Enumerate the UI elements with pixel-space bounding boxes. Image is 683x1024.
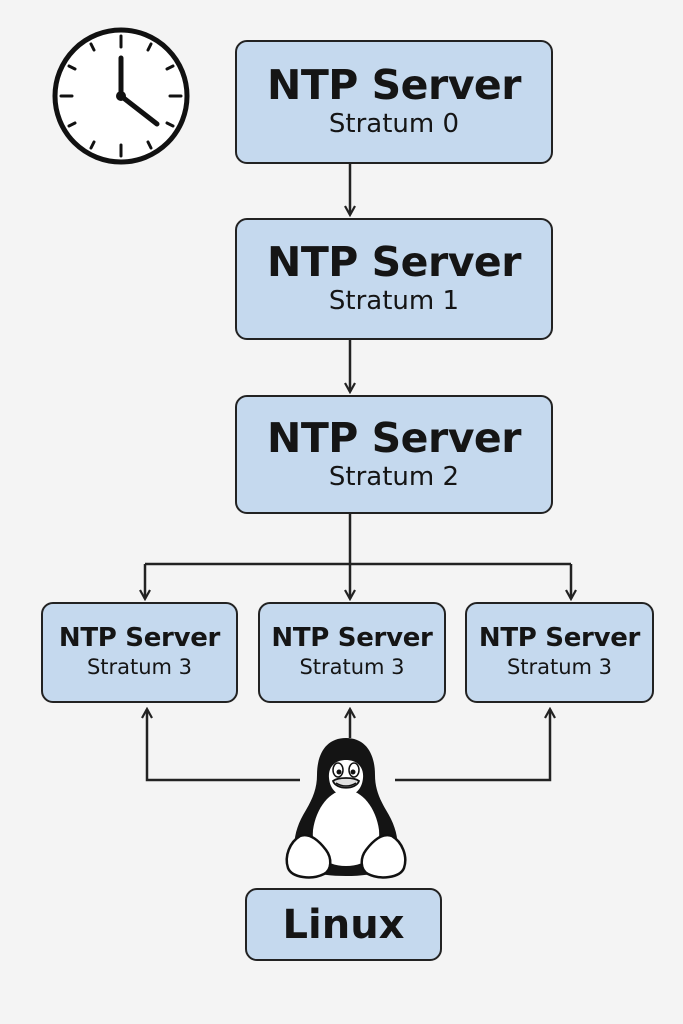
arrow-linux-to-s3a [147, 709, 300, 782]
ntp-server-stratum-0: NTP Server Stratum 0 [235, 40, 553, 164]
ntp-server-stratum-3-right: NTP Server Stratum 3 [465, 602, 654, 703]
server-stratum: Stratum 3 [299, 655, 405, 680]
ntp-server-stratum-1: NTP Server Stratum 1 [235, 218, 553, 340]
server-stratum: Stratum 1 [328, 286, 460, 317]
server-stratum: Stratum 3 [506, 655, 613, 680]
server-title: NTP Server [58, 623, 221, 654]
server-title: NTP Server [478, 623, 641, 654]
ntp-server-stratum-3-middle: NTP Server Stratum 3 [258, 602, 446, 703]
server-stratum: Stratum 2 [328, 461, 460, 492]
server-title: NTP Server [267, 61, 521, 110]
linux-label: Linux [282, 901, 405, 948]
arrow-linux-to-s3c [395, 709, 550, 782]
server-stratum: Stratum 3 [86, 655, 193, 680]
ntp-server-stratum-2: NTP Server Stratum 2 [235, 395, 553, 514]
server-stratum: Stratum 0 [328, 109, 460, 140]
server-title: NTP Server [267, 413, 521, 462]
linux-client-box: Linux [245, 888, 442, 961]
server-title: NTP Server [267, 238, 521, 287]
ntp-server-stratum-3-left: NTP Server Stratum 3 [41, 602, 238, 703]
server-title: NTP Server [271, 623, 433, 654]
